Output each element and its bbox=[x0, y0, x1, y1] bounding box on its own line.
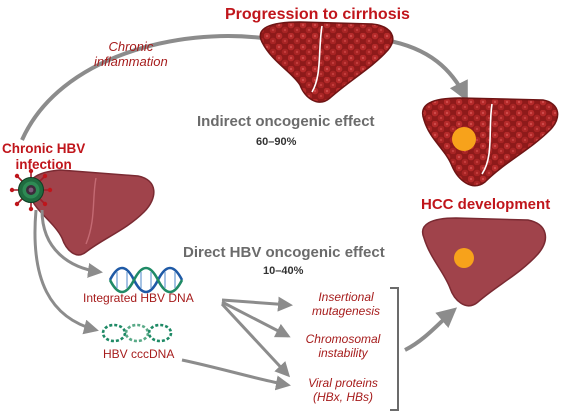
inflammation-arrow-arc bbox=[20, 34, 263, 141]
cirrhosis-title: Progression to cirrhosis bbox=[225, 6, 410, 23]
hcc-tumor-icon bbox=[454, 248, 474, 268]
to-chromosomal-arrow bbox=[221, 300, 291, 338]
to-hcc-liver-arrow bbox=[404, 307, 458, 352]
outcome-chromosomal-instability: Chromosomal instability bbox=[305, 332, 381, 360]
outcomes-bracket bbox=[390, 287, 399, 411]
hcc-liver-icon bbox=[421, 217, 547, 307]
hcc-development-label: HCC development bbox=[421, 196, 551, 213]
hbv-virion-icon bbox=[9, 168, 53, 212]
cccdna-label: HBV cccDNA bbox=[103, 347, 175, 361]
chronic-inflammation-label: Chronic inflammation bbox=[94, 39, 168, 69]
to-viral-proteins-from-cccdna-arrow bbox=[181, 358, 291, 391]
direct-effect-percent: 10–40% bbox=[263, 265, 304, 277]
circular-dna-icon bbox=[101, 323, 173, 343]
outcome-insertional-mutagenesis: Insertional mutagenesis bbox=[311, 290, 381, 318]
to-integrated-dna-arrow bbox=[40, 209, 103, 278]
outcome-viral-proteins: Viral proteins (HBx, HBs) bbox=[308, 376, 378, 404]
indirect-effect-label: Indirect oncogenic effect bbox=[197, 113, 375, 130]
to-cccdna-arrow bbox=[33, 209, 99, 335]
indirect-effect-percent: 60–90% bbox=[256, 136, 297, 148]
cirrhosis-to-hcc-arrow bbox=[384, 38, 468, 102]
infected-liver-icon bbox=[27, 169, 155, 256]
to-viral-proteins-from-dna-arrow bbox=[220, 302, 291, 378]
cirrhotic-liver-hcc-icon bbox=[421, 97, 559, 187]
dna-helix-icon bbox=[108, 266, 184, 294]
tumor-icon bbox=[452, 127, 476, 151]
integrated-dna-label: Integrated HBV DNA bbox=[83, 291, 194, 305]
chronic-hbv-label: Chronic HBV infection bbox=[2, 141, 86, 172]
direct-effect-label: Direct HBV oncogenic effect bbox=[183, 244, 385, 261]
to-insertional-arrow bbox=[221, 296, 293, 312]
cirrhotic-liver-icon bbox=[259, 21, 394, 103]
